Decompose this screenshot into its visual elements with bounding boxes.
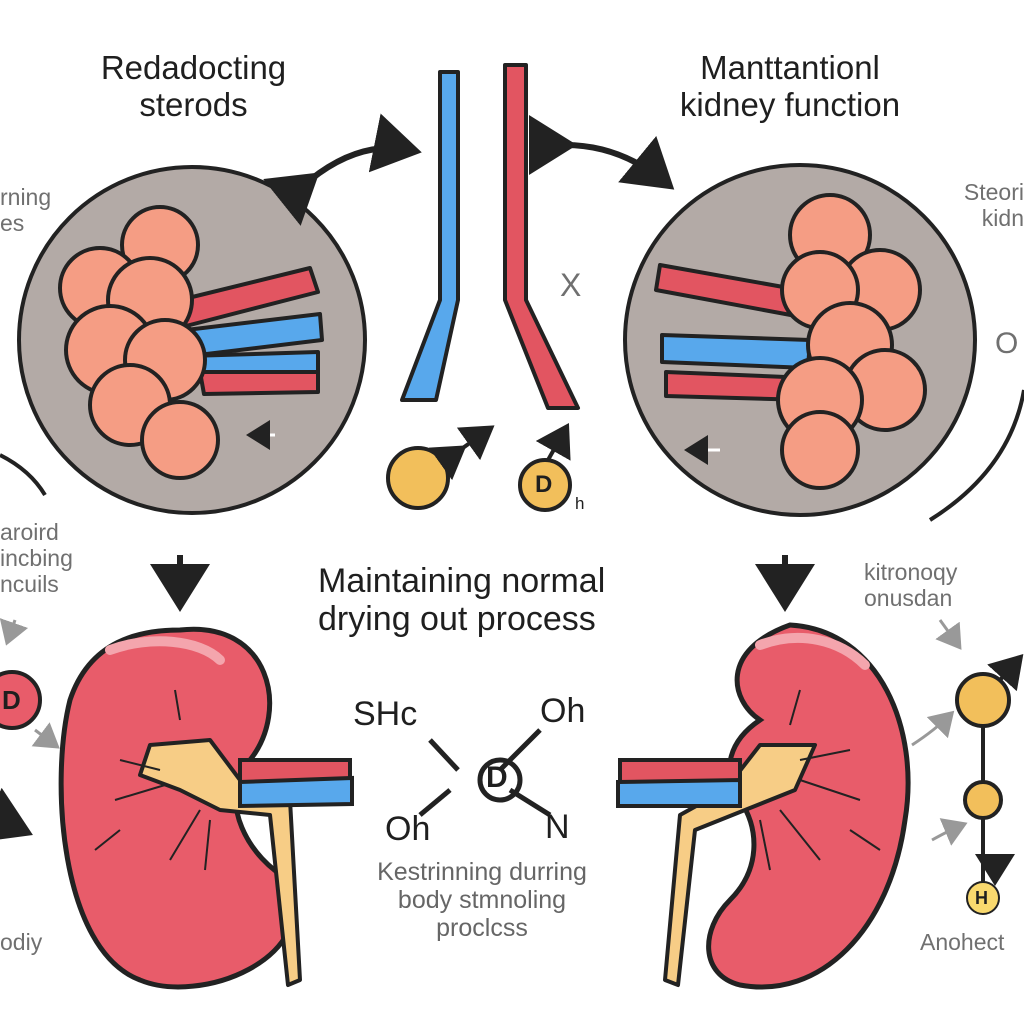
left-edge-partial-text: rning es <box>0 184 52 236</box>
left-vessels <box>178 266 324 396</box>
left-edge-arrow <box>0 787 33 843</box>
right-edge-partial-text: Steori kidn <box>963 179 1024 231</box>
left-kidney-highlight <box>105 636 225 665</box>
bottom-right-partial-text: Anohect <box>920 930 1005 955</box>
left-kidney-body <box>58 626 298 990</box>
left-renal-vein <box>238 775 354 809</box>
chem-ring <box>477 757 523 803</box>
right-edge-o: O <box>995 327 1019 360</box>
top-right-title: Manttantionl kidney function <box>679 49 901 123</box>
chem-core-letter: D <box>486 761 508 794</box>
chem-bond-sh <box>428 738 460 772</box>
right-kidney <box>616 622 911 990</box>
right-adrenal-circle <box>623 163 977 517</box>
chem-bond-oh-bottom <box>418 788 452 817</box>
right-chain-arrow <box>987 654 1024 692</box>
right-chain-ball-2 <box>963 780 1003 820</box>
center-d-arrow <box>535 423 571 461</box>
right-edge-grey-arrow-3 <box>931 818 968 846</box>
center-x-mark: X <box>560 267 582 303</box>
left-d-grey-arrow <box>31 722 60 749</box>
right-edge-grey-arrow-1 <box>935 619 962 650</box>
center-title: Maintaining normal drying out process <box>318 562 606 639</box>
right-kidney-veins <box>759 689 881 871</box>
top-right-double-arrow <box>528 114 675 190</box>
left-mid-text: aroird incbing ncuils <box>0 519 73 597</box>
left-edge-curve <box>0 453 47 497</box>
right-edge-grey-arrow-2 <box>911 710 955 747</box>
right-blue-vessel <box>660 333 812 370</box>
center-red-vessel <box>503 63 580 410</box>
bottom-left-partial-text: odiy <box>0 929 43 955</box>
center-bottom-text: Kestrinning durring body stmnoling procl… <box>377 858 587 942</box>
chem-label-n: N <box>545 808 570 846</box>
center-molecule-arrow <box>428 425 495 481</box>
left-red-vessel-bottom <box>198 370 320 396</box>
left-gland-lobes <box>58 205 220 480</box>
center-molecule-ball <box>386 446 450 510</box>
top-left-double-arrow <box>263 113 422 226</box>
left-edge-grey-arrow <box>0 618 29 646</box>
right-mid-text: kitronoqy onusdan <box>864 559 958 611</box>
right-chain-ball-1 <box>955 672 1011 728</box>
chem-label-oh-bottom: Oh <box>385 810 431 848</box>
center-d-subscript: h <box>575 494 585 513</box>
right-renal-vein <box>616 777 742 808</box>
right-gland-lobes <box>776 193 927 490</box>
left-kidney-veins <box>94 689 211 871</box>
left-d-badge-text: D <box>2 685 21 715</box>
right-h-badge-text: H <box>975 888 988 908</box>
left-adrenal-circle <box>17 165 367 515</box>
center-vessels <box>400 63 580 410</box>
right-edge-curve <box>928 389 1024 522</box>
right-kidney-highlight <box>755 633 870 670</box>
steroid-molecule-icon <box>418 728 552 818</box>
chem-label-sh: SHc <box>353 695 418 733</box>
top-left-title: Redadocting sterods <box>100 49 287 123</box>
left-d-badge-circle <box>0 670 42 730</box>
right-kidney-body <box>706 622 911 990</box>
center-d-badge-text: D <box>535 471 553 498</box>
chem-label-oh-top: Oh <box>540 692 586 730</box>
center-blue-vessel <box>400 70 460 402</box>
left-kidney <box>58 626 354 990</box>
